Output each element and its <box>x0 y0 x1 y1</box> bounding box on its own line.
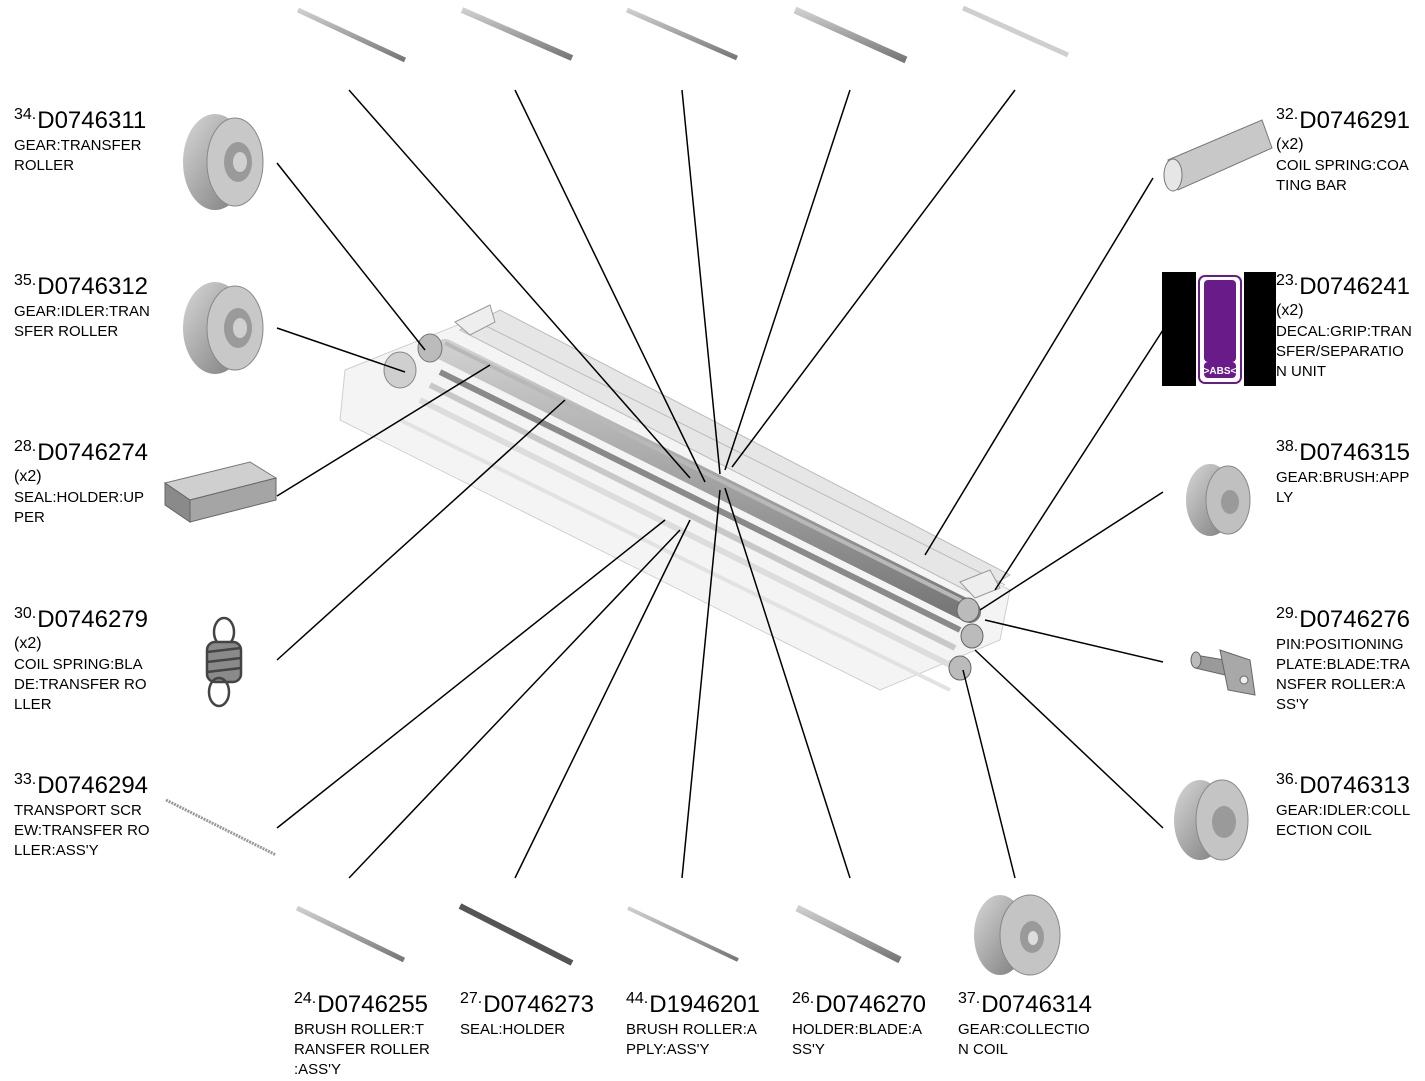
transfer-unit-assembly <box>339 304 1012 692</box>
part-description: GEAR:IDLER:TRAN SFER ROLLER <box>14 303 150 340</box>
part-code: D0746313 <box>1299 772 1411 799</box>
part-description: TRANSPORT SCR EW:TRANSFER RO LLER:ASS'Y <box>14 802 150 859</box>
positioning-pin-icon <box>1190 649 1256 696</box>
gear-transfer-roller-icon <box>183 114 264 210</box>
part-quantity: (x2) <box>1276 136 1304 153</box>
part-code: D0746312 <box>37 273 149 300</box>
seal-holder-icon <box>458 903 574 966</box>
part-label-37: 37.D0746314 GEAR:COLLECTIO N COIL <box>958 990 1093 1059</box>
part-quantity: (x2) <box>14 635 42 652</box>
part-description: SEAL:HOLDER <box>460 1021 566 1038</box>
part-code: D0746273 <box>483 991 595 1018</box>
part-label-30: 30.D0746279 (x2) COIL SPRING:BLA DE:TRAN… <box>14 605 149 714</box>
part-code: D0746270 <box>815 991 927 1018</box>
part-label-34: 34.D0746311 GEAR:TRANSFER ROLLER <box>14 106 147 175</box>
part-label-35: 35.D0746312 GEAR:IDLER:TRAN SFER ROLLER <box>14 272 150 341</box>
part-description: GEAR:IDLER:COLL ECTION COIL <box>1276 802 1411 839</box>
part-label-27: 27.D0746273 SEAL:HOLDER <box>460 990 595 1039</box>
part-label-33: 33.D0746294 TRANSPORT SCR EW:TRANSFER RO… <box>14 771 150 860</box>
part-label-44: 44.D1946201 BRUSH ROLLER:A PPLY:ASS'Y <box>626 990 761 1059</box>
rod-part-icon <box>626 7 738 61</box>
brush-roller-icon <box>295 905 406 963</box>
part-code: D0746311 <box>37 107 147 134</box>
rod-part-icon <box>460 7 574 61</box>
part-label-32: 32.D0746291 (x2) COIL SPRING:COA TING BA… <box>1276 106 1411 195</box>
gear-collection-coil-icon <box>974 894 1061 976</box>
part-description: COIL SPRING:BLA DE:TRANSFER RO LLER <box>14 656 147 713</box>
part-code: D0746314 <box>981 991 1093 1018</box>
part-label-29: 29.D0746276 PIN:POSITIONING PLATE:BLADE:… <box>1276 605 1411 714</box>
leader-lines <box>276 89 1164 879</box>
part-code: D0746274 <box>37 439 149 466</box>
part-code: D0746276 <box>1299 606 1411 633</box>
part-code: D0746279 <box>37 606 149 633</box>
part-code: D0746315 <box>1299 439 1411 466</box>
part-code: D1946201 <box>649 991 761 1018</box>
part-label-36: 36.D0746313 GEAR:IDLER:COLL ECTION COIL <box>1276 771 1411 840</box>
part-description: GEAR:BRUSH:APP LY <box>1276 469 1410 506</box>
coil-spring-icon <box>205 616 243 708</box>
part-description: SEAL:HOLDER:UP PER <box>14 489 145 526</box>
part-description: DECAL:GRIP:TRAN SFER/SEPARATIO N UNIT <box>1276 323 1412 380</box>
part-code: D0746294 <box>37 772 149 799</box>
decal-text: >ABS< <box>1204 366 1237 377</box>
bottom-parts <box>295 903 902 966</box>
part-description: COIL SPRING:COA TING BAR <box>1276 157 1409 194</box>
decal-grip-icon: >ABS< <box>1162 272 1276 386</box>
part-description: BRUSH ROLLER:T RANSFER ROLLER :ASS'Y <box>294 1021 430 1078</box>
part-code: D0746291 <box>1299 107 1411 134</box>
part-description: GEAR:COLLECTIO N COIL <box>958 1021 1090 1058</box>
gear-idler-transfer-roller-icon <box>183 282 264 374</box>
part-description: PIN:POSITIONING PLATE:BLADE:TRA NSFER RO… <box>1276 636 1410 713</box>
part-description: BRUSH ROLLER:A PPLY:ASS'Y <box>626 1021 757 1058</box>
part-quantity: (x2) <box>1276 302 1304 319</box>
part-code: D0746255 <box>317 991 429 1018</box>
part-quantity: (x2) <box>14 468 42 485</box>
seal-block-icon <box>163 461 278 523</box>
part-label-23: 23.D0746241 (x2) DECAL:GRIP:TRAN SFER/SE… <box>1276 272 1412 381</box>
part-label-26: 26.D0746270 HOLDER:BLADE:A SS'Y <box>792 990 927 1059</box>
top-parts <box>296 5 1070 64</box>
part-label-38: 38.D0746315 GEAR:BRUSH:APP LY <box>1276 438 1411 507</box>
holder-blade-icon <box>795 904 902 964</box>
holder-part-icon <box>793 6 908 64</box>
part-label-28: 28.D0746274 (x2) SEAL:HOLDER:UP PER <box>14 438 149 527</box>
coating-bar-spring-icon <box>1163 119 1273 192</box>
part-label-24: 24.D0746255 BRUSH ROLLER:T RANSFER ROLLE… <box>294 990 430 1079</box>
brush-roller-apply-icon <box>627 906 739 962</box>
gear-brush-apply-icon <box>1186 464 1251 536</box>
gear-idler-collection-coil-icon <box>1174 779 1249 861</box>
rod-part-icon <box>296 7 407 63</box>
part-description: HOLDER:BLADE:A SS'Y <box>792 1021 923 1058</box>
part-code: D0746241 <box>1299 273 1411 300</box>
plate-part-icon <box>961 5 1070 58</box>
part-description: GEAR:TRANSFER ROLLER <box>14 137 142 174</box>
transport-screw-icon <box>165 798 277 857</box>
